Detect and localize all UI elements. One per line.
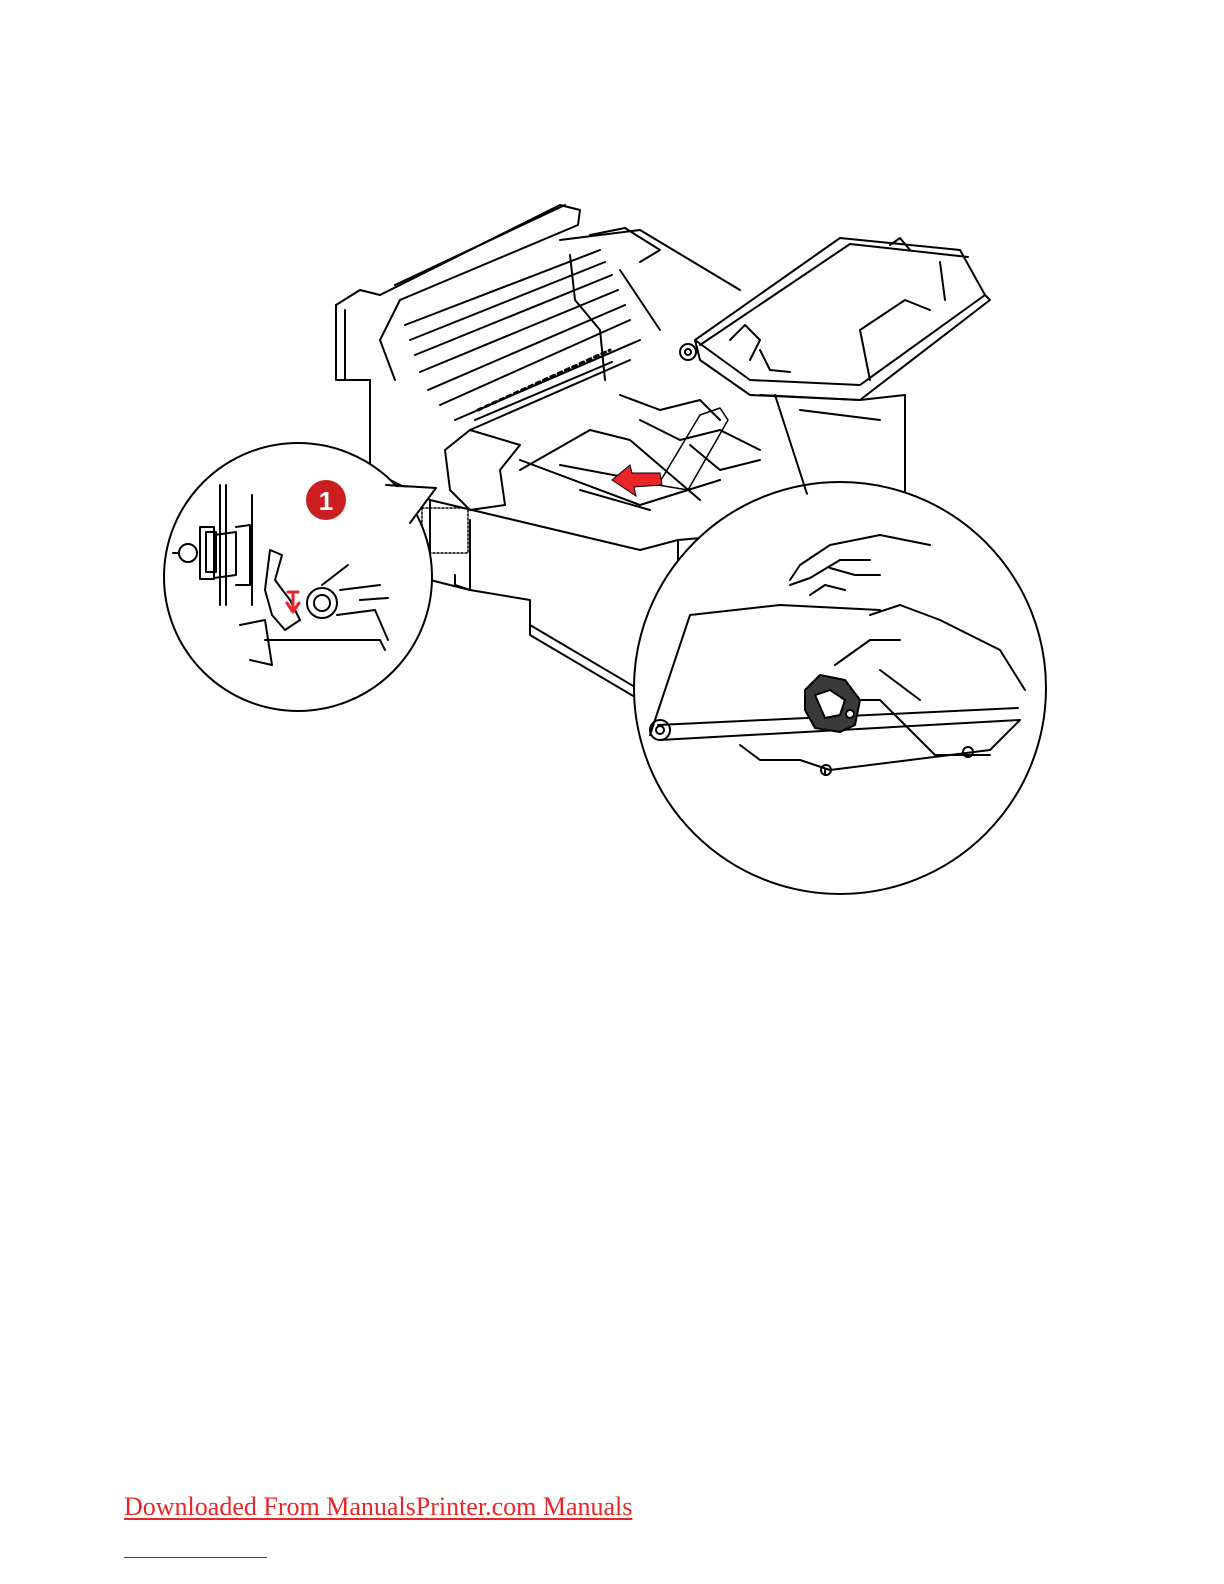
transfer-belt-unit: [680, 238, 990, 400]
svg-text:1: 1: [319, 486, 333, 516]
step-1-marker: 1: [306, 480, 346, 520]
download-source-link[interactable]: Downloaded From ManualsPrinter.com Manua…: [124, 1492, 632, 1522]
belt-handling-callout: [634, 395, 1046, 894]
footer-divider: [124, 1557, 267, 1558]
insert-guide-arrow: [658, 408, 728, 490]
red-insert-arrow: [612, 465, 662, 496]
